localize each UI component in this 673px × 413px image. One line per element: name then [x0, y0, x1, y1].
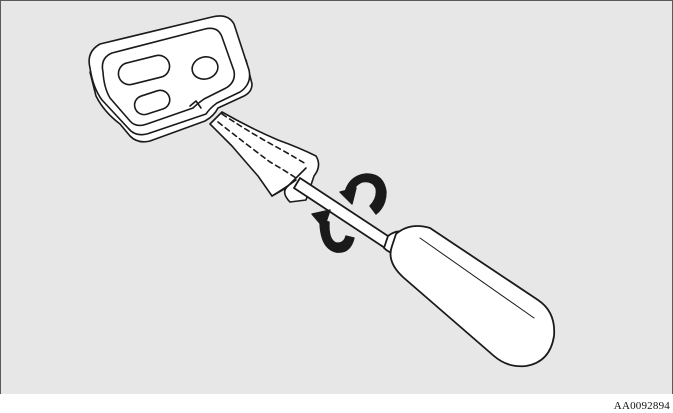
cloth-wrap-icon: [209, 111, 320, 203]
figure-code: AA0092894: [613, 400, 670, 412]
key-fob-case-icon: [88, 15, 253, 143]
rotation-arrow-icon: [311, 173, 387, 253]
screwdriver-icon: [293, 177, 556, 368]
